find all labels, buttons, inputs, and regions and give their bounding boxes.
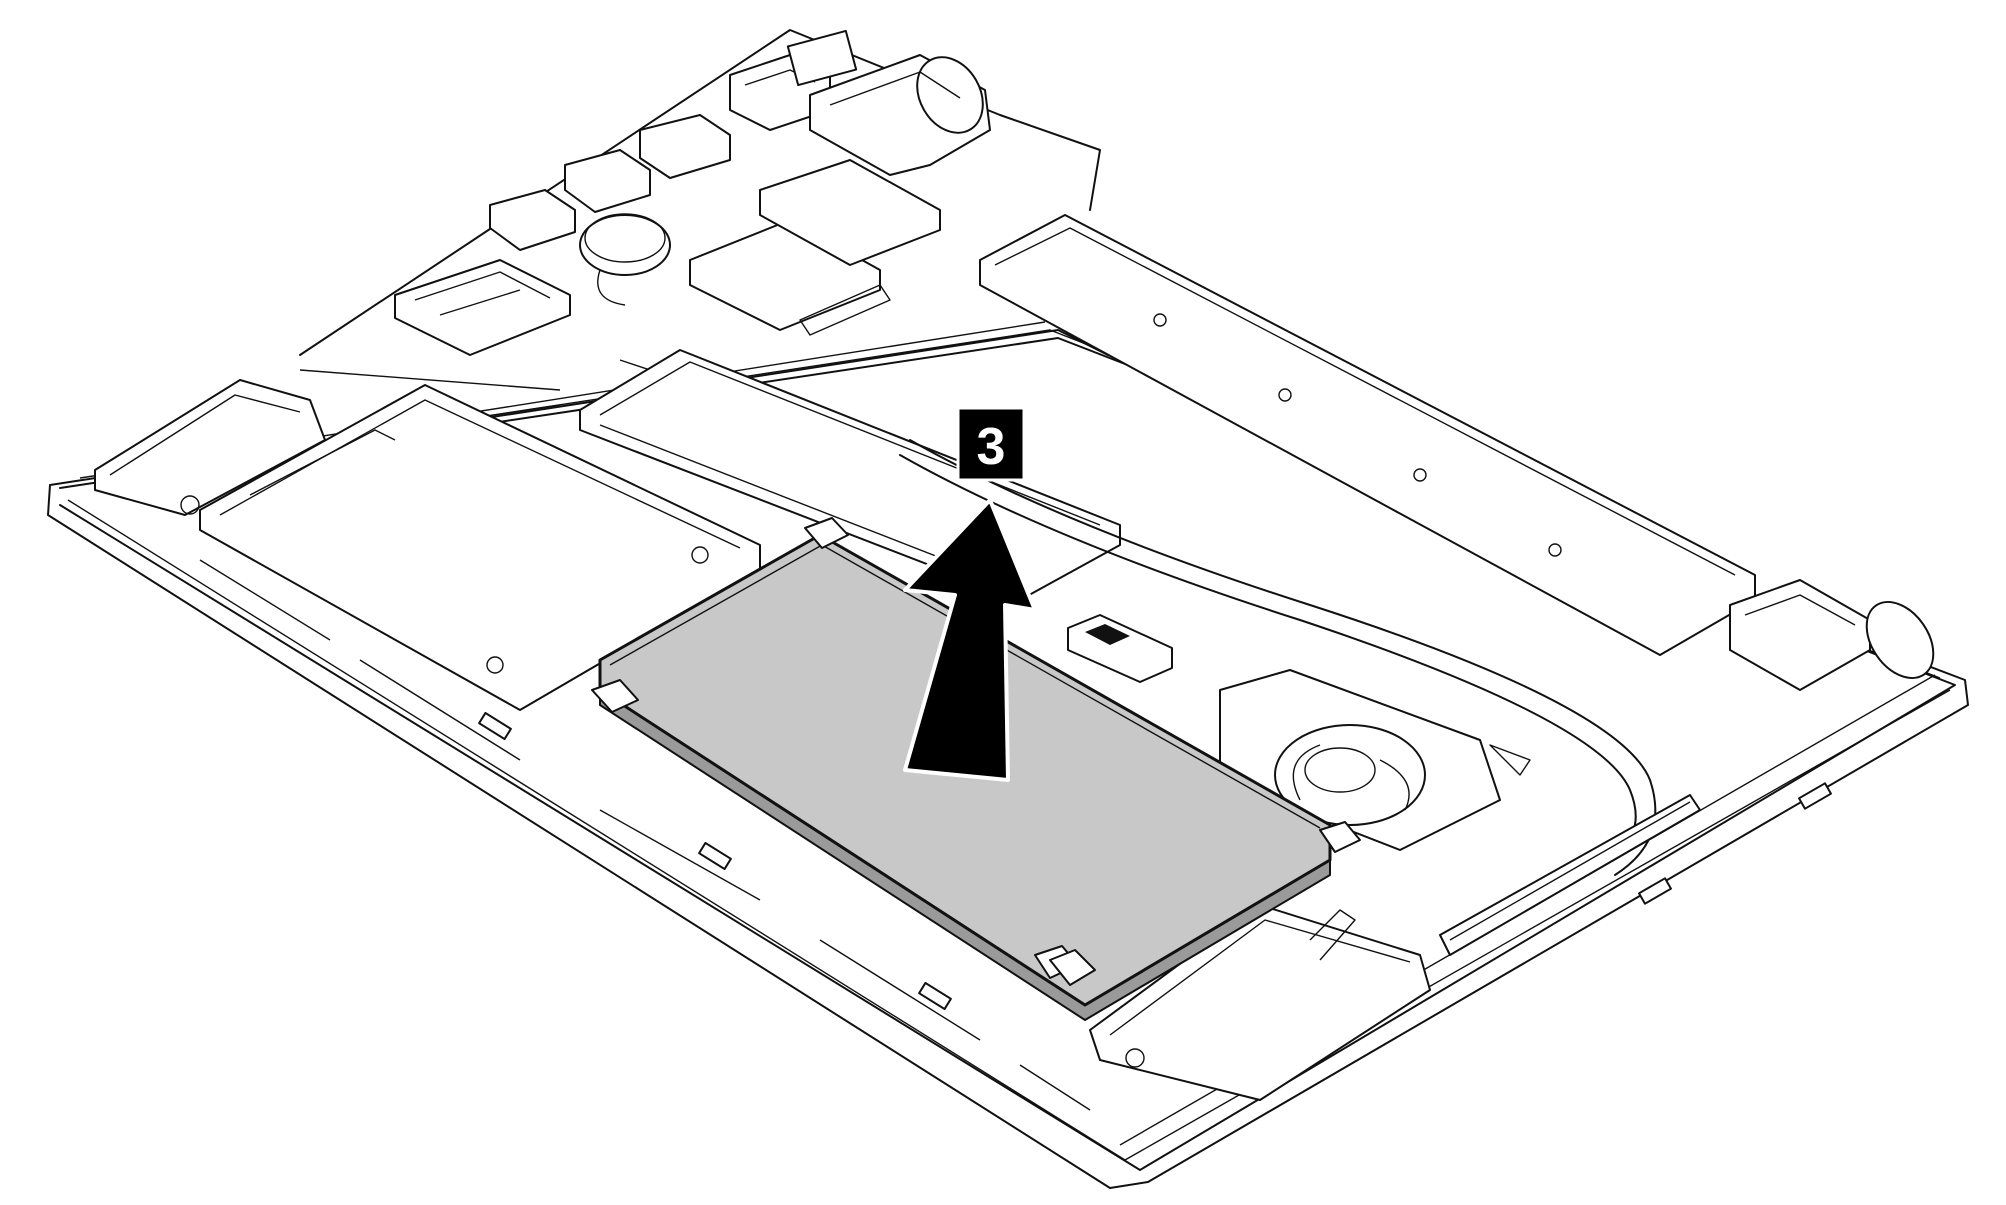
- right-board-panel: [979, 214, 1756, 656]
- step-number-label: 3: [977, 418, 1006, 476]
- left-speaker: [94, 379, 326, 516]
- step-number-badge: 3: [956, 406, 1026, 482]
- up-arrow-icon: [903, 498, 1037, 782]
- top-hinge: [809, 54, 991, 176]
- keyboard-connector-strip: [1439, 794, 1701, 956]
- heat-pipe: [899, 439, 1657, 876]
- coin-cell-battery: [579, 213, 671, 306]
- card-reader: [394, 259, 571, 356]
- rear-ports: [489, 29, 858, 251]
- edge-details: [199, 559, 1832, 1111]
- right-hinge: [1729, 579, 1935, 691]
- battery-connector: [1067, 614, 1173, 683]
- wireless-card: [689, 159, 941, 336]
